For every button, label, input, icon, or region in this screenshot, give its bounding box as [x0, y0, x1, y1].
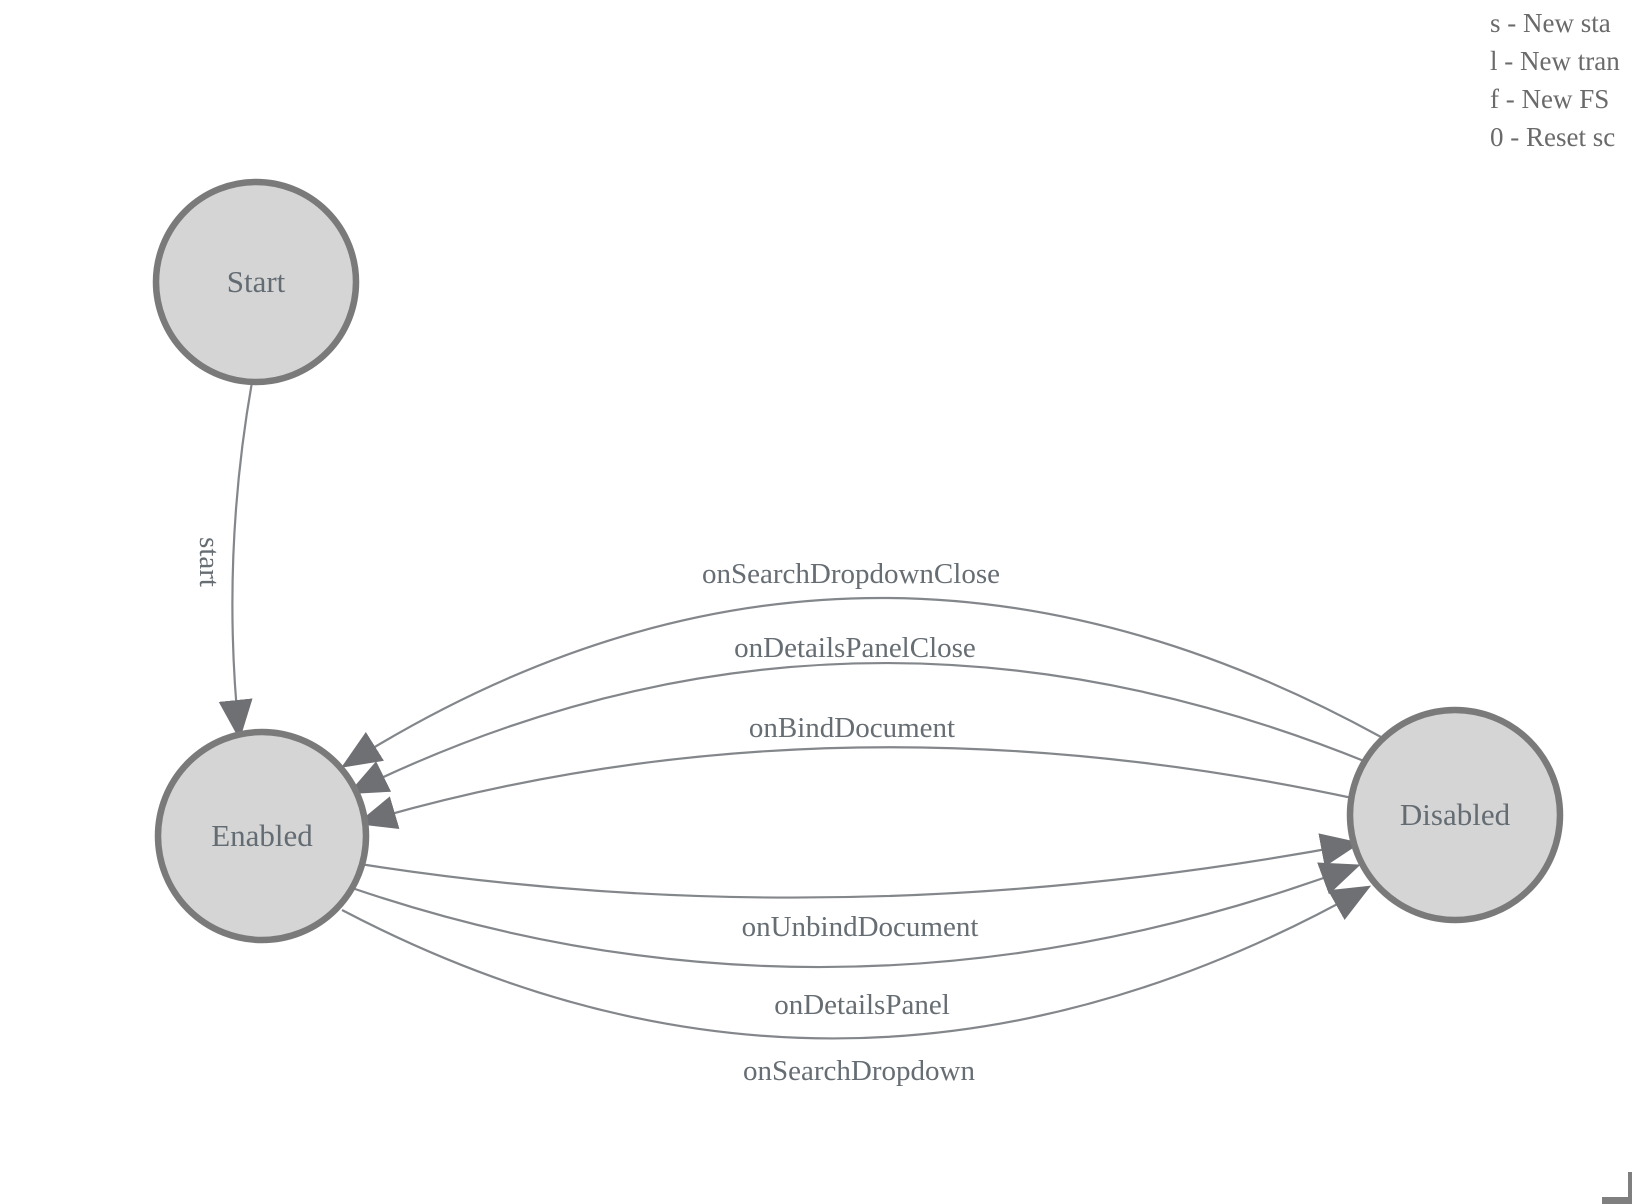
shortcut-legend-line: s - New sta: [1490, 8, 1611, 38]
state-node-disabled[interactable]: Disabled: [1346, 706, 1564, 924]
state-node-enabled-circle[interactable]: [154, 728, 370, 944]
edge-onDetailsPanel[interactable]: onDetailsPanel: [351, 862, 1361, 1021]
state-node-enabled[interactable]: Enabled: [154, 728, 370, 944]
clipped-corner-shape-horizontal: [1602, 1197, 1632, 1204]
edge-onBindDocument[interactable]: onBindDocument: [356, 712, 1358, 830]
state-node-start-circle[interactable]: [152, 178, 360, 386]
edge-onSearchDropdown-path[interactable]: [341, 885, 1372, 1040]
state-node-start-label: Start: [227, 264, 286, 299]
edge-onDetailsPanel-path[interactable]: [351, 862, 1361, 969]
state-node-disabled-circle[interactable]: [1346, 706, 1564, 924]
edge-start-transition-path[interactable]: [218, 381, 254, 740]
shortcut-legend: s - New sta l - New tran f - New FS 0 - …: [1490, 4, 1620, 156]
edge-onDetailsPanelClose[interactable]: onDetailsPanelClose: [347, 632, 1370, 795]
edge-onSearchDropdownClose[interactable]: onSearchDropdownClose: [341, 558, 1382, 768]
edge-label-start: start: [193, 537, 225, 587]
state-node-disabled-label: Disabled: [1400, 797, 1511, 832]
shortcut-legend-line: l - New tran: [1490, 46, 1620, 76]
edge-label-onDetailsPanelClose: onDetailsPanelClose: [734, 632, 976, 664]
edge-onUnbindDocument-path[interactable]: [359, 833, 1361, 899]
edge-onSearchDropdown[interactable]: onSearchDropdown: [341, 885, 1372, 1087]
state-node-enabled-label: Enabled: [211, 818, 313, 853]
shortcut-legend-line: 0 - Reset sc: [1490, 122, 1616, 152]
edge-label-onSearchDropdown: onSearchDropdown: [743, 1055, 975, 1087]
edge-onUnbindDocument[interactable]: onUnbindDocument: [359, 833, 1361, 943]
edge-label-onDetailsPanel: onDetailsPanel: [774, 989, 950, 1021]
edge-label-onUnbindDocument: onUnbindDocument: [742, 911, 979, 943]
edge-label-onBindDocument: onBindDocument: [749, 712, 955, 744]
shortcut-legend-line: f - New FS: [1490, 84, 1610, 114]
edge-start-transition[interactable]: start: [193, 381, 254, 740]
clipped-corner-shape-vertical: [1628, 1172, 1632, 1204]
state-node-start[interactable]: Start: [152, 178, 360, 386]
edge-onDetailsPanelClose-path[interactable]: [347, 662, 1370, 795]
edge-label-onSearchDropdownClose: onSearchDropdownClose: [702, 558, 1000, 590]
edge-onSearchDropdownClose-path[interactable]: [341, 596, 1382, 768]
edge-onBindDocument-path[interactable]: [356, 746, 1358, 830]
